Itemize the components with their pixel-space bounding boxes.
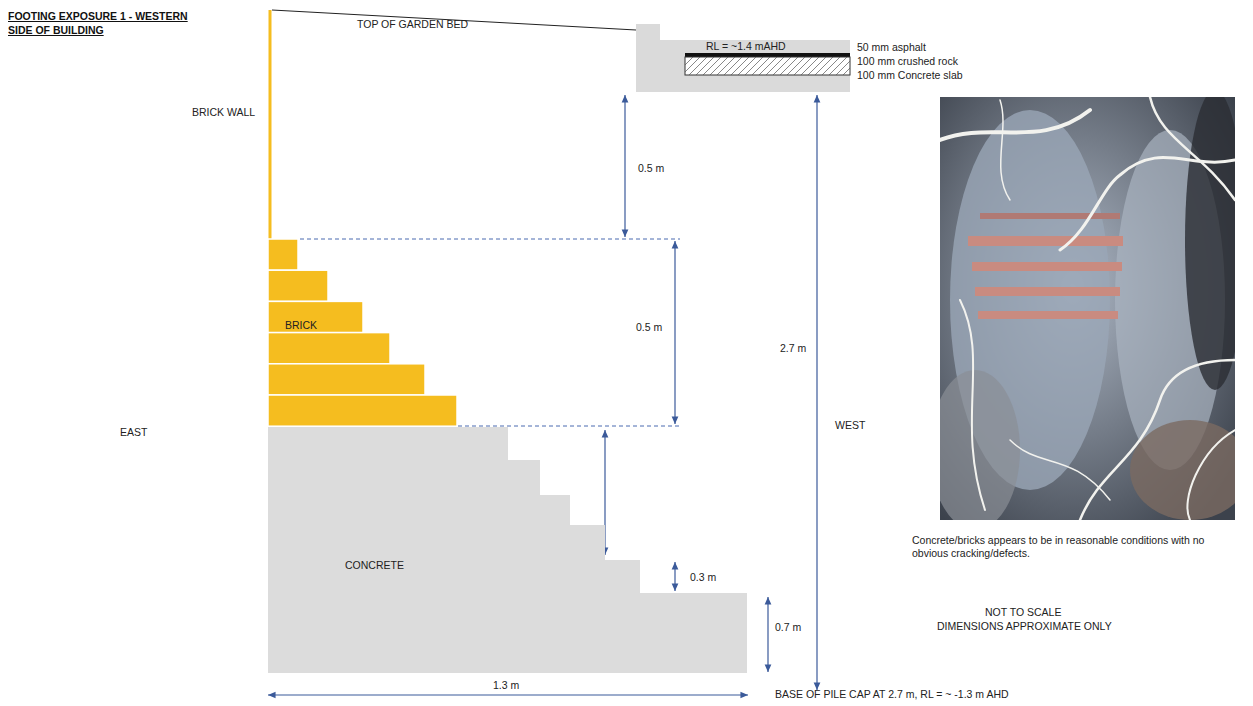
note: Concrete/bricks appears to be in reasona… — [912, 534, 1212, 560]
concrete-footing-outline — [268, 427, 748, 673]
layer-note: 100 mm crushed rock — [857, 55, 958, 68]
dimension-arrow — [674, 241, 675, 424]
dimension: 0.5 m — [638, 162, 664, 175]
node-label: BRICK — [285, 319, 317, 331]
dimension-arrow — [674, 562, 675, 591]
dimension: 2.7 m — [780, 342, 806, 355]
note: NOT TO SCALE — [985, 606, 1061, 619]
layer-note: 50 mm asphalt — [857, 41, 926, 54]
concrete-slab-outline — [636, 24, 851, 92]
brick-footing: BRICK — [268, 239, 458, 427]
concrete-footing: CONCRETE — [268, 427, 748, 673]
dimension-arrow — [816, 95, 817, 690]
dimension-arrow — [624, 95, 625, 237]
brick-footing-outline — [268, 239, 458, 427]
brick-wall — [269, 10, 272, 240]
dimension: 1.3 m — [493, 679, 519, 692]
node-label: RL = ~1.4 mAHD — [706, 40, 786, 52]
part-label: TOP OF GARDEN BED — [357, 18, 468, 31]
guide-line — [300, 239, 680, 240]
dimension: 0.7 m — [775, 621, 801, 634]
title: FOOTING EXPOSURE 1 - WESTERN SIDE OF BUI… — [8, 10, 208, 37]
dimension: 0.5 m — [636, 321, 662, 334]
direction-label: WEST — [835, 419, 865, 432]
site-photo — [940, 97, 1235, 520]
dimension: 0.3 m — [690, 571, 716, 584]
guide-line — [458, 426, 680, 427]
concrete-slab: RL = ~1.4 mAHD — [636, 24, 851, 92]
dimension-arrow — [767, 597, 768, 672]
part-label: BRICK WALL — [192, 106, 255, 119]
note: DIMENSIONS APPROXIMATE ONLY — [937, 620, 1112, 633]
dimension-arrow — [268, 694, 748, 695]
note: BASE OF PILE CAP AT 2.7 m, RL = ~ -1.3 m… — [775, 688, 1009, 701]
layer-note: 100 mm Concrete slab — [857, 69, 963, 82]
direction-label: EAST — [120, 426, 147, 439]
node-label: CONCRETE — [345, 559, 404, 571]
